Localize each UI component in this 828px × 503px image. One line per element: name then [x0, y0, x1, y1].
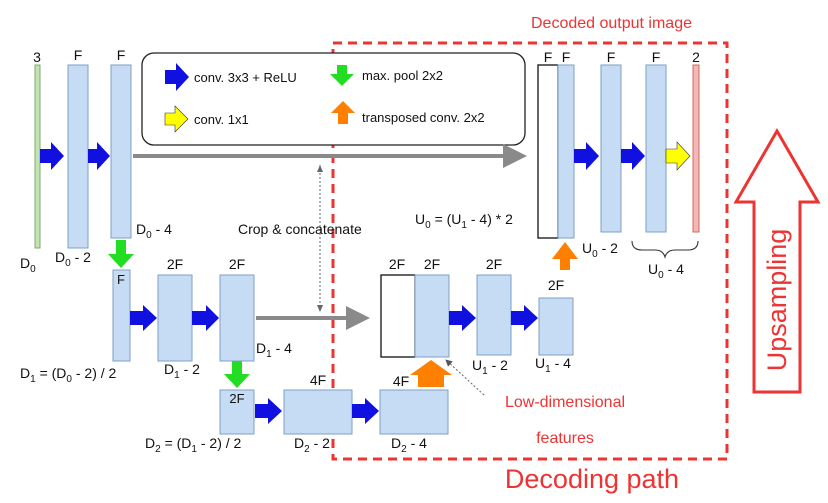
legend-conv1x1-label: conv. 1x1	[194, 112, 249, 127]
label-enc2-a: 4F	[310, 372, 326, 388]
dim-D2: D2 = (D1 - 2) / 2	[145, 435, 242, 455]
enc2-block-a	[283, 389, 353, 435]
dim-U0-minus-2: U0 - 2	[582, 240, 618, 260]
enc1-block-a	[157, 274, 193, 362]
label-output-channels: 2	[692, 49, 700, 65]
enc2-conv-arrow-1	[255, 398, 282, 424]
dec1-block-d	[538, 297, 574, 356]
enc2-conv-arrow-2	[352, 398, 379, 424]
legend-upconv-label: transposed conv. 2x2	[362, 110, 485, 125]
label-dec0-concat: F	[544, 49, 553, 65]
dec1-block-c	[476, 274, 512, 356]
dim-D0-minus-4: D0 - 4	[136, 221, 172, 241]
dec0-conv-arrow-2	[621, 142, 645, 170]
dec0-block-d	[645, 64, 667, 233]
upconv-arrow-2	[552, 242, 578, 270]
pool-arrow-1	[108, 240, 134, 268]
label-enc1-pool: F	[117, 272, 125, 287]
label-enc0-a: F	[74, 47, 83, 63]
dec0-up-block	[557, 64, 575, 239]
label-enc1-b: 2F	[229, 256, 245, 272]
dim-D0-minus-2: D0 - 2	[55, 249, 91, 269]
dec1-conv-arrow-1	[449, 305, 476, 331]
label-enc2-pool: 2F	[229, 391, 244, 406]
decoding-path-box	[331, 41, 729, 461]
dim-U0: U0 = (U1 - 4) * 2	[415, 211, 513, 231]
legend-conv-label: conv. 3x3 + ReLU	[194, 70, 297, 85]
label-dec1-d: 2F	[548, 277, 564, 293]
dim-U1-minus-2: U1 - 2	[472, 357, 508, 377]
upconv-arrow-1	[410, 360, 452, 387]
dec0-block-c	[600, 64, 622, 233]
legend-box	[141, 52, 526, 146]
label-enc2-b: 4F	[393, 373, 409, 389]
dim-D1-minus-2: D1 - 2	[164, 361, 200, 381]
legend-conv-arrow	[165, 63, 189, 91]
dim-D1-minus-4: D1 - 4	[256, 340, 292, 360]
label-enc0-b: F	[117, 47, 126, 63]
label-dec1-up: 2F	[424, 256, 440, 272]
upsampling-label: Upsampling	[762, 229, 792, 372]
label-enc1-a: 2F	[167, 256, 183, 272]
input-image-block	[34, 64, 41, 249]
enc1-conv-arrow-1	[130, 305, 157, 331]
legend-upconv-arrow	[331, 101, 355, 124]
enc2-block-b	[379, 389, 449, 435]
dim-D2-minus-4: D2 - 4	[391, 435, 427, 455]
legend-pool-label: max. pool 2x2	[362, 68, 443, 83]
output-size-brace	[631, 240, 699, 259]
label-dec0-up: F	[562, 49, 571, 65]
legend-conv1x1-arrow	[164, 105, 189, 133]
label-dec1-concat: 2F	[389, 256, 405, 272]
dim-U0-minus-4: U0 - 4	[648, 261, 684, 281]
label-input-channels: 3	[33, 49, 41, 65]
enc0-block-b	[110, 64, 132, 239]
output-image-block	[692, 64, 700, 233]
dim-D0: D0	[20, 255, 36, 275]
low-dim-pointer	[445, 359, 485, 396]
label-dec0-d: F	[652, 49, 661, 65]
dim-D1: D1 = (D0 - 2) / 2	[20, 365, 117, 385]
low-dimensional-label: Low-dimensional	[505, 394, 625, 411]
pool-arrow-2	[224, 361, 250, 388]
dec0-conv-arrow-1	[574, 142, 599, 170]
dec0-concat-block	[537, 64, 559, 239]
legend-pool-arrow	[330, 65, 354, 86]
dec1-concat-block	[380, 274, 416, 358]
enc0-conv-arrow-2	[88, 142, 110, 170]
dim-D2-minus-2: D2 - 2	[294, 435, 330, 455]
dec1-conv-arrow-2	[511, 305, 538, 331]
dec1-up-block	[414, 274, 450, 358]
features-label: features	[536, 430, 594, 447]
crop-link-top-head	[317, 165, 323, 172]
label-dec1-c: 2F	[486, 256, 502, 272]
enc0-conv-arrow-1	[40, 142, 64, 170]
conv1x1-arrow	[665, 141, 691, 171]
decoding-path-label: Decoding path	[505, 464, 679, 494]
enc2-pool-block	[219, 389, 255, 435]
crop-link-bottom-head	[317, 305, 323, 312]
label-dec0-c: F	[607, 49, 616, 65]
decoded-output-label: Decoded output image	[531, 15, 692, 32]
enc1-block-b	[219, 274, 255, 362]
enc0-block-a	[67, 64, 89, 249]
dim-U1-minus-4: U1 - 4	[535, 355, 571, 375]
upsampling-arrow	[733, 128, 821, 394]
enc1-conv-arrow-2	[192, 305, 219, 331]
crop-concatenate-label: Crop & concatenate	[238, 221, 362, 237]
